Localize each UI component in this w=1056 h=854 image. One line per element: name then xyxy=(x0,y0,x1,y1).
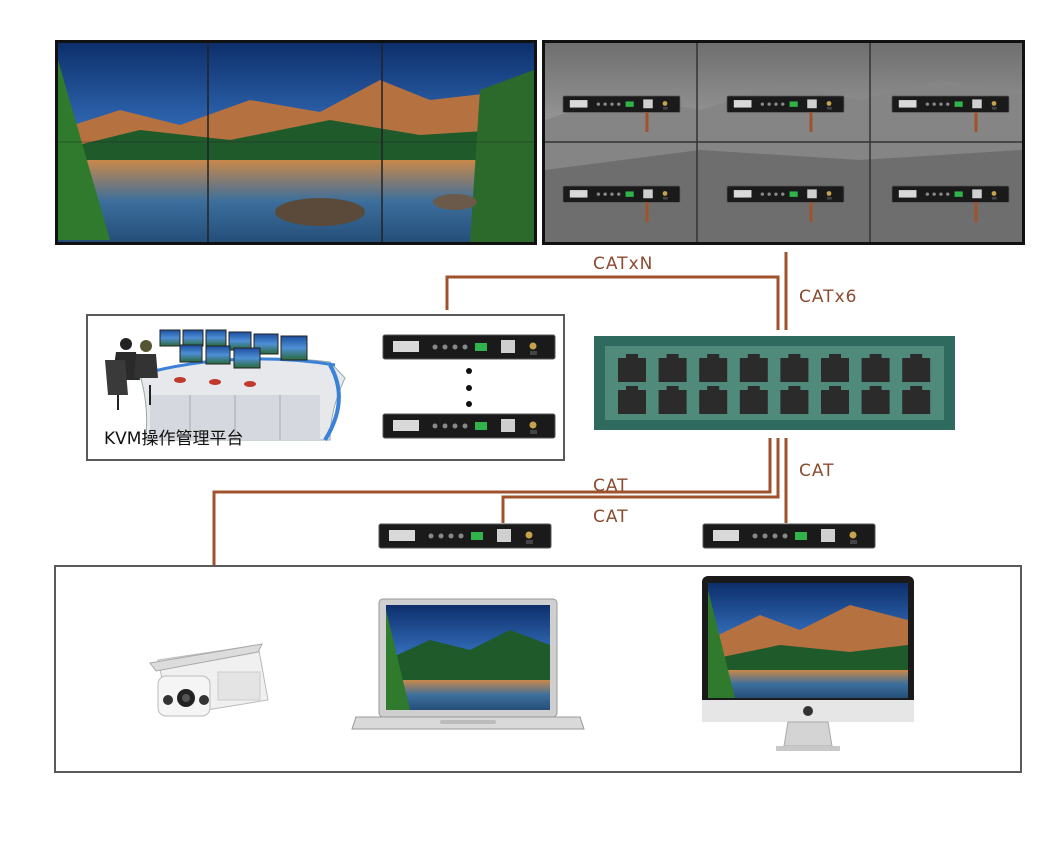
network-switch-icon xyxy=(594,336,955,430)
switch-port xyxy=(902,354,931,382)
switch-port xyxy=(739,354,768,382)
cables xyxy=(212,252,788,620)
kvm-receiver-icon xyxy=(562,185,681,203)
switch-port xyxy=(739,386,768,414)
cable-catxn xyxy=(445,275,780,330)
label-catx6: CATx6 xyxy=(799,287,858,307)
label-cat-switch-down: CAT xyxy=(799,461,835,481)
grayscale-video-wall-icon xyxy=(542,40,1025,245)
label-cat-laptop: CAT xyxy=(593,507,629,527)
switch-port xyxy=(780,386,809,414)
label-cat-camera: CAT xyxy=(593,476,629,496)
mid-receivers xyxy=(378,523,876,549)
wall-receivers xyxy=(562,95,1010,222)
switch-port xyxy=(618,354,646,382)
kvm-receiver-icon xyxy=(891,185,1010,203)
switch-port xyxy=(902,386,931,414)
switch-port xyxy=(821,386,849,414)
video-wall-icon xyxy=(55,40,537,245)
imac-icon xyxy=(702,576,914,751)
kvm-receiver-icon xyxy=(702,523,876,549)
kvm-platform-caption: KVM操作管理平台 xyxy=(104,429,244,449)
security-camera-icon xyxy=(149,643,269,717)
switch-port xyxy=(861,386,890,414)
switch-port xyxy=(618,386,646,414)
ellipsis-dots xyxy=(466,368,472,407)
kvm-receiver-icon xyxy=(562,95,681,113)
cable-cat-camera xyxy=(212,438,772,620)
kvm-receiver-icon xyxy=(378,523,552,549)
kvm-receiver-icon xyxy=(382,413,556,439)
switch-port xyxy=(658,354,687,382)
laptop-icon xyxy=(351,598,585,730)
switch-port xyxy=(658,386,687,414)
switch-port xyxy=(861,354,890,382)
kvm-receiver-icon xyxy=(726,185,845,203)
kvm-console-icon xyxy=(105,329,346,442)
cable-cat-laptop xyxy=(501,438,780,523)
switch-port xyxy=(821,354,849,382)
kvm-receiver-icon xyxy=(382,334,556,360)
kvm-receiver-icon xyxy=(726,95,845,113)
switch-port xyxy=(699,386,728,414)
switch-port xyxy=(780,354,809,382)
label-catxn: CATxN xyxy=(593,254,654,274)
kvm-receiver-icon xyxy=(891,95,1010,113)
switch-port xyxy=(699,354,728,382)
